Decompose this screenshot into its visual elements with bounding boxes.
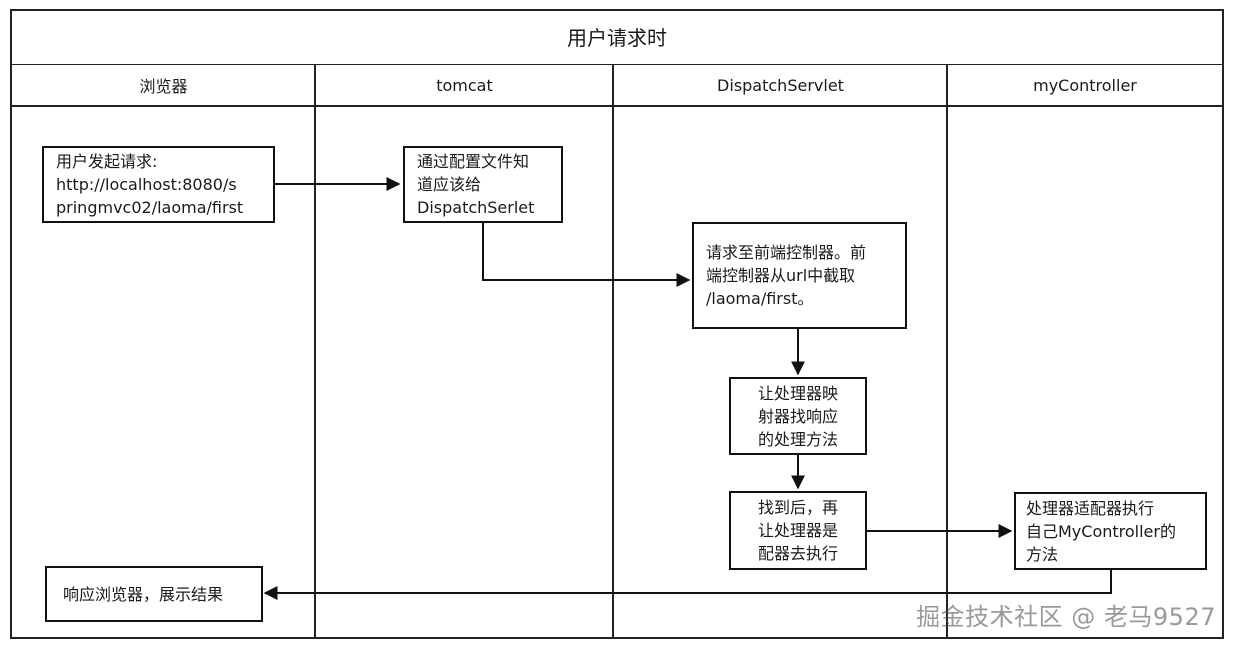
node-response: 响应浏览器，展示结果	[45, 566, 263, 622]
node-text-line: 自己MyController的	[1026, 521, 1176, 541]
lane-header-tomcat: tomcat	[316, 65, 613, 107]
lane-header-browser: 浏览器	[12, 65, 315, 107]
diagram-title: 用户请求时	[10, 9, 1224, 66]
node-text-line: 配器去执行	[757, 544, 838, 563]
node-handler-mapping: 让处理器映 射器找响应 的处理方法	[729, 377, 867, 455]
lane-divider	[314, 65, 316, 639]
node-controller-exec: 处理器适配器执行 自己MyController的 方法	[1014, 492, 1207, 570]
node-text-line: 用户发起请求:	[56, 152, 158, 171]
node-handler-adapter: 找到后，再 让处理器是 配器去执行	[729, 491, 867, 570]
node-text-line: DispatchSerlet	[417, 198, 535, 217]
node-text-line: 让处理器是	[757, 521, 838, 540]
node-text-line: 射器找响应	[757, 406, 838, 426]
lane-header-mycontroller: myController	[948, 65, 1222, 107]
node-user-request: 用户发起请求: http://localhost:8080/s pringmvc…	[42, 146, 275, 223]
node-text-line: 端控制器从url中截取	[706, 266, 856, 285]
lane-header-dispatchservlet: DispatchServlet	[614, 65, 947, 107]
node-text-line: 让处理器映	[757, 383, 838, 403]
node-text-line: pringmvc02/laoma/first	[56, 198, 244, 217]
node-text-line: 的处理方法	[757, 429, 838, 449]
node-text-line: 请求至前端控制器。前	[706, 243, 867, 262]
node-text-line: 找到后，再	[757, 498, 838, 517]
node-tomcat-config: 通过配置文件知 道应该给 DispatchSerlet	[403, 146, 563, 223]
node-front-controller: 请求至前端控制器。前 端控制器从url中截取 /laoma/first。	[692, 222, 907, 329]
watermark: 掘金技术社区 @ 老马9527	[916, 603, 1216, 631]
node-text-line: 道应该给	[417, 175, 482, 194]
node-text-line: http://localhost:8080/s	[56, 175, 237, 194]
lane-divider	[612, 65, 614, 639]
node-text-line: 方法	[1026, 544, 1059, 564]
lane-divider	[946, 65, 948, 639]
node-text-line: 响应浏览器，展示结果	[63, 584, 224, 604]
node-text-line: 通过配置文件知	[417, 152, 530, 171]
node-text-line: 处理器适配器执行	[1026, 498, 1155, 518]
node-text-line: /laoma/first。	[706, 289, 814, 308]
